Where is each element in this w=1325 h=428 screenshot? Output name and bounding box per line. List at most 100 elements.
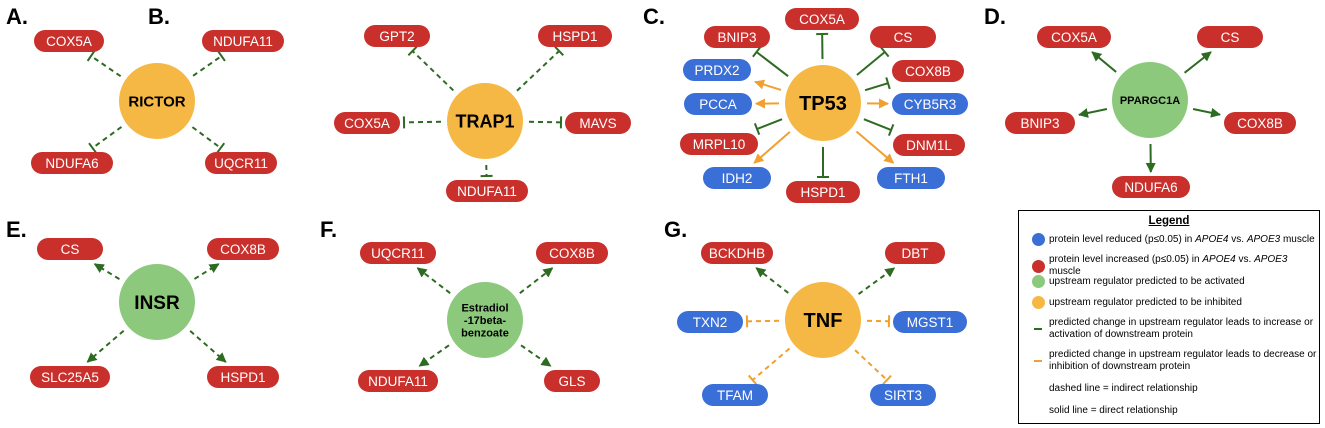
protein-label: NDUFA11 <box>213 34 273 49</box>
panel-label: G. <box>664 217 687 242</box>
protein-label: UQCR11 <box>214 156 268 171</box>
protein-node-hspd1: HSPD1 <box>786 181 860 203</box>
edge-prdx2 <box>754 79 782 91</box>
protein-node-bnip3: BNIP3 <box>704 26 770 48</box>
edge-ndufa11 <box>192 50 226 77</box>
protein-label: BCKDHB <box>709 246 765 261</box>
edge-ndufa11 <box>480 164 493 178</box>
edge-gpt2 <box>407 45 455 92</box>
protein-node-mgst1: MGST1 <box>893 311 967 333</box>
protein-label: PCCA <box>699 97 737 112</box>
protein-node-cox5a: COX5A <box>1037 26 1111 48</box>
regulator-d: PPARGC1A <box>1112 62 1188 138</box>
green-line-icon <box>1034 328 1042 330</box>
regulator-f: Estradiol-17beta-benzoate <box>447 282 523 358</box>
protein-node-mrpl10: MRPL10 <box>680 133 758 155</box>
protein-label: COX5A <box>1051 30 1097 45</box>
protein-label: COX5A <box>344 116 390 131</box>
panel-label: F. <box>320 217 337 242</box>
edge-hspd1 <box>817 147 829 178</box>
edge-ndufa6 <box>88 126 123 154</box>
edge-cox5a <box>86 50 122 78</box>
protein-label: BNIP3 <box>1020 116 1059 131</box>
protein-label: DBT <box>902 246 929 261</box>
protein-label: NDUFA11 <box>457 184 517 199</box>
edge-hspd1 <box>189 330 227 363</box>
edge-cox5a <box>816 32 829 60</box>
protein-label: BNIP3 <box>717 30 756 45</box>
edge-hspd1 <box>516 45 564 92</box>
protein-node-dnm1l: DNM1L <box>893 134 965 156</box>
protein-label: GLS <box>558 374 585 389</box>
edge-fth1 <box>855 130 895 164</box>
edge-bckdhb <box>755 267 789 294</box>
protein-label: NDUFA6 <box>1124 180 1177 195</box>
orange-dot-icon <box>1031 296 1045 309</box>
regulator-a: RICTOR <box>119 63 195 139</box>
protein-node-gls: GLS <box>544 370 600 392</box>
edge-dbt <box>857 267 896 295</box>
red-dot-icon <box>1031 259 1045 273</box>
regulator-label: RICTOR <box>128 93 185 110</box>
protein-label: NDUFA11 <box>368 374 428 389</box>
protein-node-pcca: PCCA <box>684 93 752 115</box>
protein-label: UQCR11 <box>371 246 425 261</box>
protein-label: MAVS <box>579 116 616 131</box>
protein-node-uqcr11: UQCR11 <box>360 242 436 264</box>
panel-label: A. <box>6 4 28 29</box>
regulator-e: INSR <box>119 264 195 340</box>
protein-node-ndufa11: NDUFA11 <box>358 370 438 392</box>
protein-node-hspd1: HSPD1 <box>538 25 612 47</box>
protein-node-slc25a5: SLC25A5 <box>30 366 110 388</box>
orange-line-icon <box>1034 360 1042 362</box>
protein-node-ndufa6: NDUFA6 <box>1112 176 1190 198</box>
protein-label: CS <box>61 242 80 257</box>
edge-mavs <box>528 116 563 129</box>
edge-cs <box>93 263 120 280</box>
protein-node-txn2: TXN2 <box>677 311 743 333</box>
protein-node-ndufa11: NDUFA11 <box>202 30 284 52</box>
protein-label: MRPL10 <box>693 137 746 152</box>
edge-cox5a <box>402 116 442 129</box>
protein-label: COX8B <box>549 246 595 261</box>
protein-node-cox8b: COX8B <box>536 242 608 264</box>
protein-node-tfam: TFAM <box>702 384 768 406</box>
protein-label: TFAM <box>717 388 753 403</box>
regulator-g: TNF <box>785 282 861 358</box>
edge-txn2 <box>745 315 780 328</box>
edge-cox5a <box>1091 51 1117 73</box>
blue-dot-icon <box>1031 233 1045 246</box>
legend-green-line: predicted change in upstream regulator l… <box>1027 317 1317 341</box>
protein-node-cox8b: COX8B <box>892 60 964 82</box>
edge-mgst1 <box>866 315 891 328</box>
protein-label: IDH2 <box>722 171 753 186</box>
protein-label: COX8B <box>1237 116 1283 131</box>
edge-dnm1l <box>863 118 895 136</box>
edge-cs <box>856 46 890 76</box>
regulator-label: TRAP1 <box>455 111 514 131</box>
protein-label: CS <box>1221 30 1240 45</box>
protein-node-fth1: FTH1 <box>877 167 945 189</box>
edges-layer <box>86 32 1221 386</box>
protein-label: COX5A <box>46 34 92 49</box>
edge-gls <box>520 344 552 367</box>
protein-node-sirt3: SIRT3 <box>870 384 936 406</box>
protein-label: FTH1 <box>894 171 928 186</box>
legend-activated: upstream regulator predicted to be activ… <box>1027 275 1317 288</box>
edge-tfam <box>747 347 791 386</box>
edge-uqcr11 <box>416 267 451 294</box>
edge-cox8b <box>519 267 554 294</box>
protein-label: HSPD1 <box>220 370 265 385</box>
regulator-label: TP53 <box>799 93 847 115</box>
protein-node-gpt2: GPT2 <box>364 25 430 47</box>
protein-node-dbt: DBT <box>885 242 945 264</box>
legend-dashed: dashed line = indirect relationship <box>1049 383 1198 394</box>
protein-label: CYB5R3 <box>904 97 957 112</box>
protein-label: DNM1L <box>906 138 952 153</box>
